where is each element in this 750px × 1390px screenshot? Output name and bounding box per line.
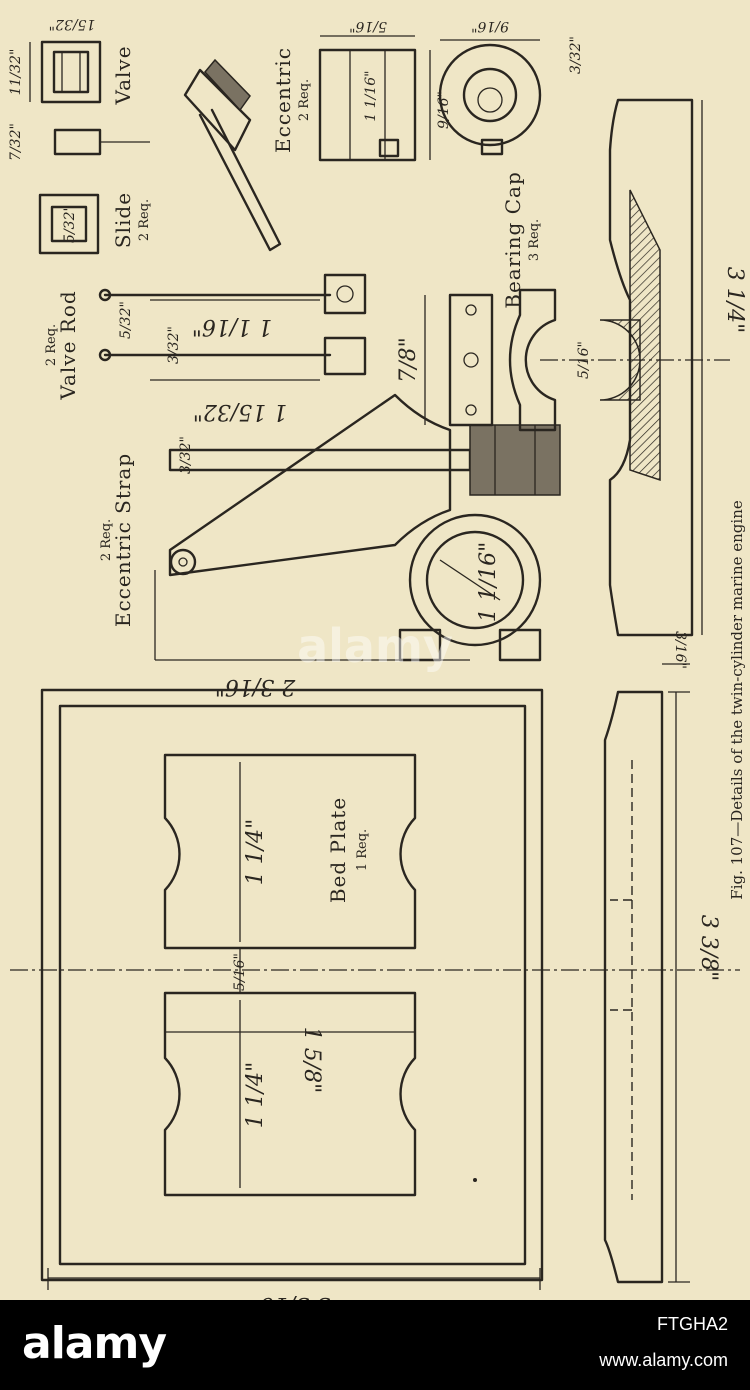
- valve-rod-1-fork: [323, 273, 367, 315]
- dim-valve-rod-end: 5/32": [118, 301, 134, 339]
- eccentric-strap-title: Eccentric Strap: [111, 453, 135, 627]
- dim-strap-thickness: 3/32": [178, 436, 194, 474]
- dim-valve-rod-inner: 1 1/16": [192, 314, 273, 339]
- dim-valve-rod-offset: 3/32": [166, 326, 182, 364]
- eccentric-title: Eccentric: [271, 47, 295, 153]
- dim-valve-thick: 7/32": [8, 123, 24, 161]
- eccentric-strap-arm: [168, 393, 452, 577]
- engine-detail-drawing: 1 1/4" 1 1/4" 1 5/8" 5/16" 3 3/16" Bed P…: [0, 0, 750, 1300]
- dim-opening-width-2: 1 1/4": [243, 1062, 268, 1129]
- eccentric-side: [318, 48, 417, 162]
- brand-logo[interactable]: alamy: [22, 1318, 167, 1369]
- valve-port: [52, 50, 90, 94]
- eccentric-strap-ring: [408, 513, 542, 647]
- dim-bed-plate-length: 3 3/8": [696, 915, 721, 982]
- bearing-cap-hole-1: [465, 304, 477, 316]
- valve-face: [40, 40, 102, 104]
- dim-slide: 5/32": [62, 205, 78, 243]
- bearing-cap-hole-3: [465, 404, 477, 416]
- dim-eccentric-width: 1 1/16": [363, 70, 379, 121]
- eccentric-strap-qty: 2 Req.: [99, 519, 114, 561]
- valve-rod-1-pin: [336, 285, 354, 303]
- bearing-cap-qty: 3 Req.: [527, 219, 542, 261]
- valve-iso-top: [204, 58, 251, 112]
- bed-plate-side-lower: [603, 690, 664, 1284]
- eccentric: [318, 35, 542, 162]
- slide-title: Slide: [111, 192, 135, 248]
- watermark: alamy: [297, 619, 453, 673]
- eccentric-strap-side-ring: [469, 424, 561, 496]
- eccentric-front-screw: [480, 138, 504, 156]
- bed-plate-opening-lower: [163, 991, 417, 1197]
- base-hub-section: [599, 319, 641, 401]
- eccentric-qty: 2 Req.: [297, 79, 312, 121]
- bed-plate-title: Bed Plate: [326, 797, 350, 903]
- valve-iso-rod: [198, 108, 282, 252]
- valve-rod-2-fork: [323, 336, 367, 376]
- dim-strap-length: 2 3/16": [215, 674, 297, 699]
- valve-iso-body: [183, 68, 252, 152]
- valve-rod-2-tip: [98, 348, 112, 362]
- slide-inner: [50, 205, 88, 243]
- eccentric-strap: [154, 393, 561, 662]
- dim-valve-width: 11/32": [8, 49, 24, 96]
- image-id: FTGHA2: [656, 1314, 728, 1334]
- drawing-canvas: 1 1/4" 1 1/4" 1 5/8" 5/16" 3 3/16" Bed P…: [8, 16, 747, 1300]
- bed-plate-opening-upper: [163, 753, 417, 950]
- bed-plate-elevation: [603, 690, 690, 1284]
- eccentric-strap-side-arm: [168, 448, 472, 472]
- dim-eccentric-top: 5/16": [349, 18, 387, 34]
- dim-base-length: 3 1/4": [722, 267, 747, 334]
- dim-opening-length: 1 5/8": [299, 1027, 324, 1094]
- eccentric-strap-eye-hole: [178, 557, 188, 567]
- dim-opening-width: 1 1/4": [243, 819, 268, 886]
- slide-outer: [38, 193, 100, 255]
- site-url[interactable]: www.alamy.com: [599, 1350, 728, 1370]
- dim-valve-rod-length: 1 15/32": [193, 399, 288, 424]
- eccentric-strap-bore: [425, 530, 525, 630]
- dim-eccentric-throw: 3/32": [568, 36, 584, 74]
- slide-qty: 2 Req.: [137, 199, 152, 241]
- eccentric-front-outer: [438, 43, 542, 147]
- eccentric-front-bore: [477, 87, 503, 113]
- bearing-cap-hole-2: [463, 352, 479, 368]
- dim-eccentric-dia: 9/16": [436, 91, 452, 129]
- bearing-cap-title: Bearing Cap: [501, 171, 525, 308]
- bed-plate-hidden-ticks: [610, 899, 632, 1011]
- valve-isometric: [183, 58, 282, 252]
- base-section: [540, 98, 730, 637]
- bearing-cap-plan: [448, 293, 494, 427]
- eccentric-strap-lug-2: [498, 628, 542, 662]
- eccentric-front-hub: [462, 67, 518, 123]
- valve-rod-1-tip: [98, 288, 112, 302]
- dim-valve-length: 15/32": [49, 16, 96, 32]
- valve-title: Valve: [111, 45, 135, 105]
- dim-bed-flange: 3/16": [672, 631, 688, 669]
- bed-plate-mark: [473, 1178, 477, 1182]
- bearing-cap-side: [508, 288, 557, 432]
- bed-plate-inner: [58, 704, 527, 1266]
- stock-footer: alamy FTGHA2 www.alamy.com: [0, 1300, 750, 1390]
- bearing-cap: [424, 288, 557, 432]
- slide: [38, 193, 100, 255]
- bed-plate-outer: [40, 688, 544, 1282]
- valve-rod-qty: 2 Req.: [44, 324, 59, 366]
- dim-bed-gap: 5/16": [232, 953, 248, 991]
- valve-rod: [98, 273, 367, 381]
- base-hatched-section: [629, 189, 661, 482]
- dim-line-strap-bore: [439, 559, 501, 601]
- figure-caption: Fig. 107—Details of the twin-cylinder ma…: [728, 500, 746, 900]
- eccentric-screw: [378, 138, 400, 158]
- dim-strap-bore: 1 1/16": [476, 542, 501, 623]
- dim-bed-plate-width: 3 3/16": [250, 1292, 331, 1300]
- valve: [29, 40, 150, 156]
- dim-bearing-cap-bore: 5/16": [576, 341, 592, 379]
- dim-bearing-cap-length: 7/8": [396, 337, 421, 383]
- valve-side: [53, 128, 102, 156]
- dim-eccentric-hub: 9/16": [471, 18, 509, 34]
- bed-plate-plan: [10, 688, 740, 1290]
- bed-plate-qty: 1 Req.: [355, 829, 370, 871]
- valve-rod-title: Valve Rod: [56, 290, 80, 400]
- eccentric-strap-eye: [169, 548, 197, 576]
